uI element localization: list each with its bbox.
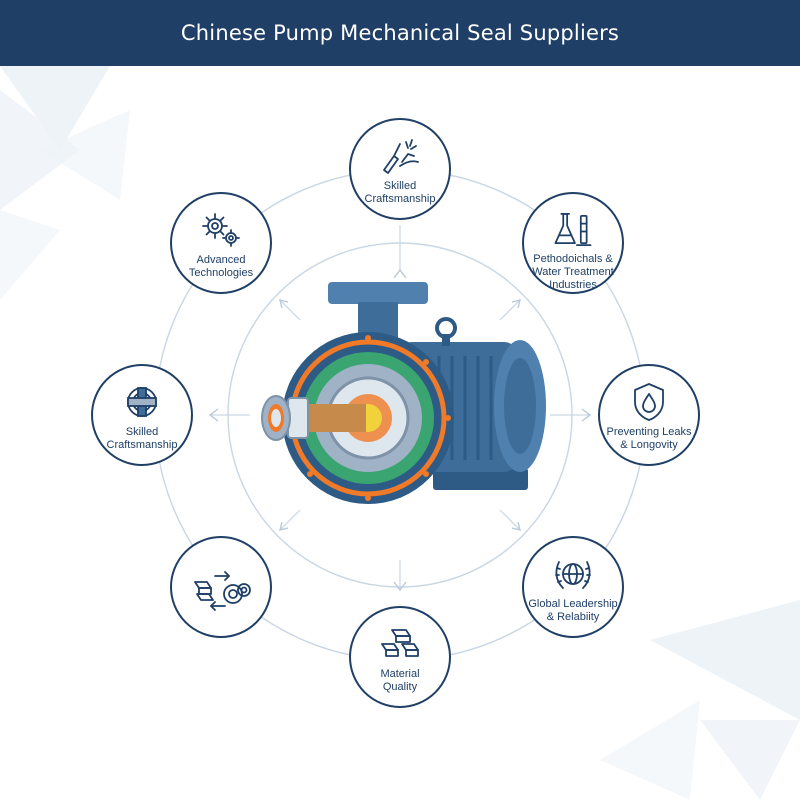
lab-flask-icon — [554, 213, 592, 246]
gears-icon — [202, 213, 240, 247]
connector-lines — [210, 225, 590, 590]
node-preventing-leaks: Preventing Leaks& Longovity — [598, 364, 700, 466]
node-process-flow — [170, 536, 272, 638]
laurel-globe-icon — [555, 561, 591, 589]
node-bottom-right-label: Global Leadership& Relabiity — [528, 598, 618, 623]
centrifugal-pump-cutaway-illustration — [261, 282, 546, 504]
page-title: Chinese Pump Mechanical Seal Suppliers — [180, 21, 620, 45]
background-polygons — [0, 66, 800, 800]
casing-bolts — [307, 335, 451, 501]
motor-base — [433, 468, 528, 490]
discharge-flange — [328, 282, 428, 304]
material-blocks-icon — [381, 629, 419, 657]
process-flow-icon — [194, 571, 251, 611]
seal-cross-section-icon — [127, 387, 157, 417]
header-banner: Chinese Pump Mechanical Seal Suppliers — [0, 0, 800, 66]
shield-drop-icon — [634, 383, 664, 421]
node-global-leadership: Global Leadership& Relabiity — [522, 536, 624, 638]
connector-arrowheads — [208, 268, 592, 592]
node-right-label: Preventing Leaks& Longovity — [606, 426, 692, 451]
welding-hand-icon — [383, 139, 419, 174]
